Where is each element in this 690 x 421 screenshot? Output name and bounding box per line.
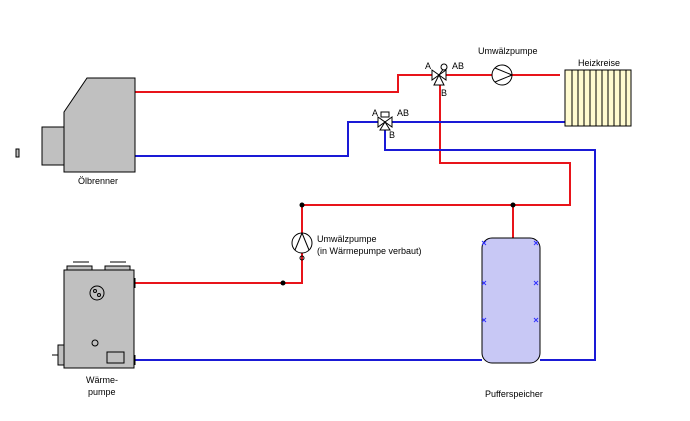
circulation-pump-heat-pump: Umwälzpumpe (in Wärmepumpe verbaut) — [291, 232, 422, 261]
circulation-pump-top-label: Umwälzpumpe — [478, 46, 538, 56]
heat-pump-label-line1: Wärme- — [86, 375, 118, 385]
heating-circuits: Heizkreise — [564, 58, 632, 127]
circulation-pump-hp-label-line1: Umwälzpumpe — [317, 234, 377, 244]
heat-pump-gauge-icon — [89, 285, 105, 301]
buffer-tank-sensor-marks — [481, 240, 539, 323]
junction-dot — [510, 202, 516, 208]
buffer-tank: Pufferspeicher — [481, 237, 543, 399]
valve-middle-label-a: A — [372, 108, 378, 118]
circulation-pump-top: Umwälzpumpe — [478, 46, 538, 86]
valve-top-label-b: B — [441, 88, 447, 98]
heating-circuits-label: Heizkreise — [578, 58, 620, 68]
pipe-junctions — [280, 202, 516, 286]
buffer-return-pipe — [384, 130, 596, 361]
junction-dot — [280, 280, 286, 286]
valve-middle-label-b: B — [389, 130, 395, 140]
valve-top-actuator-icon — [440, 63, 448, 71]
buffer-tank-body — [481, 237, 541, 364]
oil-burner-supply-pipe — [135, 74, 432, 93]
three-way-valve-top: A AB B — [425, 61, 464, 98]
oil-burner-body — [63, 77, 136, 173]
valve-middle-body-icon — [377, 116, 386, 128]
radiator-fins — [571, 70, 627, 126]
radiator-body — [564, 69, 632, 127]
oil-burner-nozzle — [15, 148, 20, 158]
heat-pump-indicator-icon — [91, 339, 99, 347]
valve-top-body-icon — [431, 69, 440, 81]
valve-top-label-a: A — [425, 61, 431, 71]
circulation-pump-hp-label-line2: (in Wärmepumpe verbaut) — [317, 246, 422, 256]
valve-middle-actuator-icon — [380, 111, 390, 118]
oil-burner: Ölbrenner — [15, 77, 136, 186]
pipes — [135, 74, 596, 361]
buffer-tank-label: Pufferspeicher — [485, 389, 543, 399]
junction-dot — [299, 202, 305, 208]
heat-pump-supply-pipe — [135, 204, 513, 284]
oil-burner-label: Ölbrenner — [78, 176, 118, 186]
three-way-valve-middle: A AB B — [372, 108, 409, 140]
oil-burner-return-pipe — [135, 121, 378, 157]
heat-pump: Wärme- pumpe — [52, 261, 136, 397]
heat-pump-label-line2: pumpe — [88, 387, 116, 397]
valve-top-label-ab: AB — [452, 61, 464, 71]
buffer-supply-pipe — [439, 85, 571, 238]
oil-burner-head — [41, 126, 65, 166]
heat-pump-display — [106, 351, 125, 364]
valve-middle-label-ab: AB — [397, 108, 409, 118]
